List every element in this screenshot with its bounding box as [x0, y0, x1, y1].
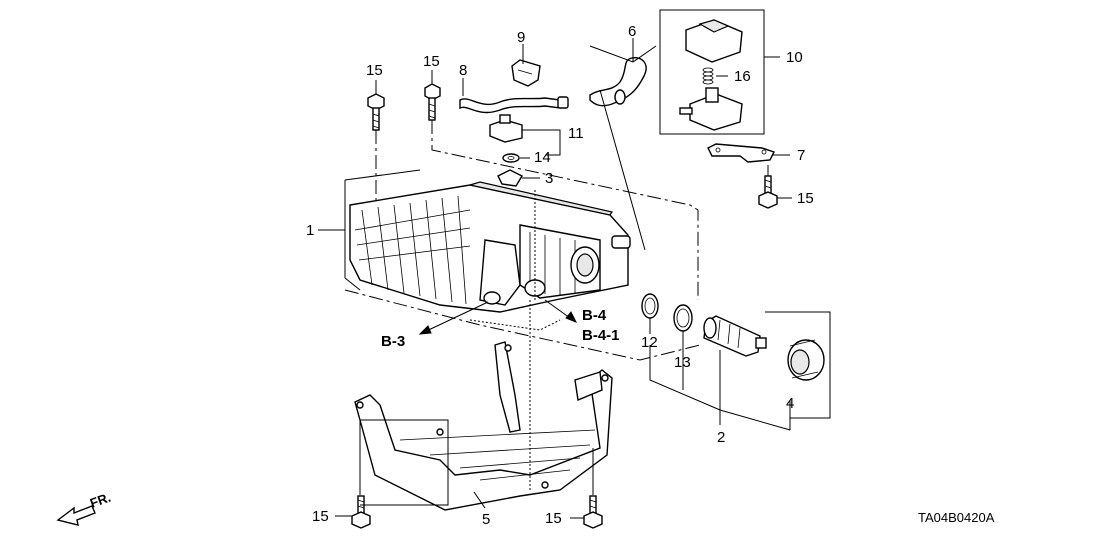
callout-15-d: 15 [312, 508, 329, 525]
callout-10: 10 [786, 49, 803, 66]
callout-3: 3 [545, 170, 553, 187]
ref-b4-1: B-4-1 [582, 327, 620, 344]
hose-6 [589, 57, 647, 107]
leader-lines [318, 38, 831, 519]
callout-2: 2 [717, 429, 725, 446]
assembly-dash-lines [344, 120, 769, 490]
o-ring-13 [673, 304, 693, 332]
ref-arrow-b4 [544, 299, 578, 323]
cap-4 [787, 339, 825, 381]
diagram-code: TA04B0420A [918, 510, 995, 525]
bolt-15-c [758, 175, 778, 209]
sensor-11 [489, 114, 523, 143]
callout-15-a: 15 [366, 62, 383, 79]
ref-b4: B-4 [582, 307, 607, 324]
bracket-7 [707, 143, 775, 163]
callout-15-c: 15 [797, 190, 814, 207]
bolt-15-e [583, 495, 603, 529]
o-ring-12 [641, 293, 659, 319]
bolt-15-b [424, 83, 441, 121]
front-direction-label: FR. [88, 490, 113, 511]
ref-b3: B-3 [381, 333, 405, 350]
callout-16: 16 [734, 68, 751, 85]
clip-9 [511, 59, 541, 87]
callout-13: 13 [674, 354, 691, 371]
callout-1: 1 [306, 222, 314, 239]
callout-11: 11 [568, 125, 584, 142]
clip-3 [497, 169, 523, 187]
callout-15-e: 15 [545, 510, 562, 527]
canister-assembly [349, 181, 631, 313]
callout-5: 5 [482, 511, 490, 528]
callout-7: 7 [797, 147, 805, 164]
callout-9: 9 [517, 29, 525, 46]
callout-6: 6 [628, 23, 636, 40]
ref-arrow-b3 [418, 301, 489, 335]
callout-15-b: 15 [423, 53, 440, 70]
bolt-15-d [351, 495, 371, 529]
callout-8: 8 [459, 62, 467, 79]
callout-12: 12 [641, 334, 658, 351]
hose-8 [459, 96, 569, 114]
canister-tray [354, 341, 613, 511]
front-direction-arrow [56, 505, 96, 526]
valve-assembly-10 [659, 9, 765, 135]
washer-14 [502, 153, 520, 163]
callout-4: 4 [786, 395, 794, 412]
bolt-15-a [367, 93, 385, 131]
solenoid-valve-2 [703, 315, 767, 357]
callout-14: 14 [534, 149, 551, 166]
